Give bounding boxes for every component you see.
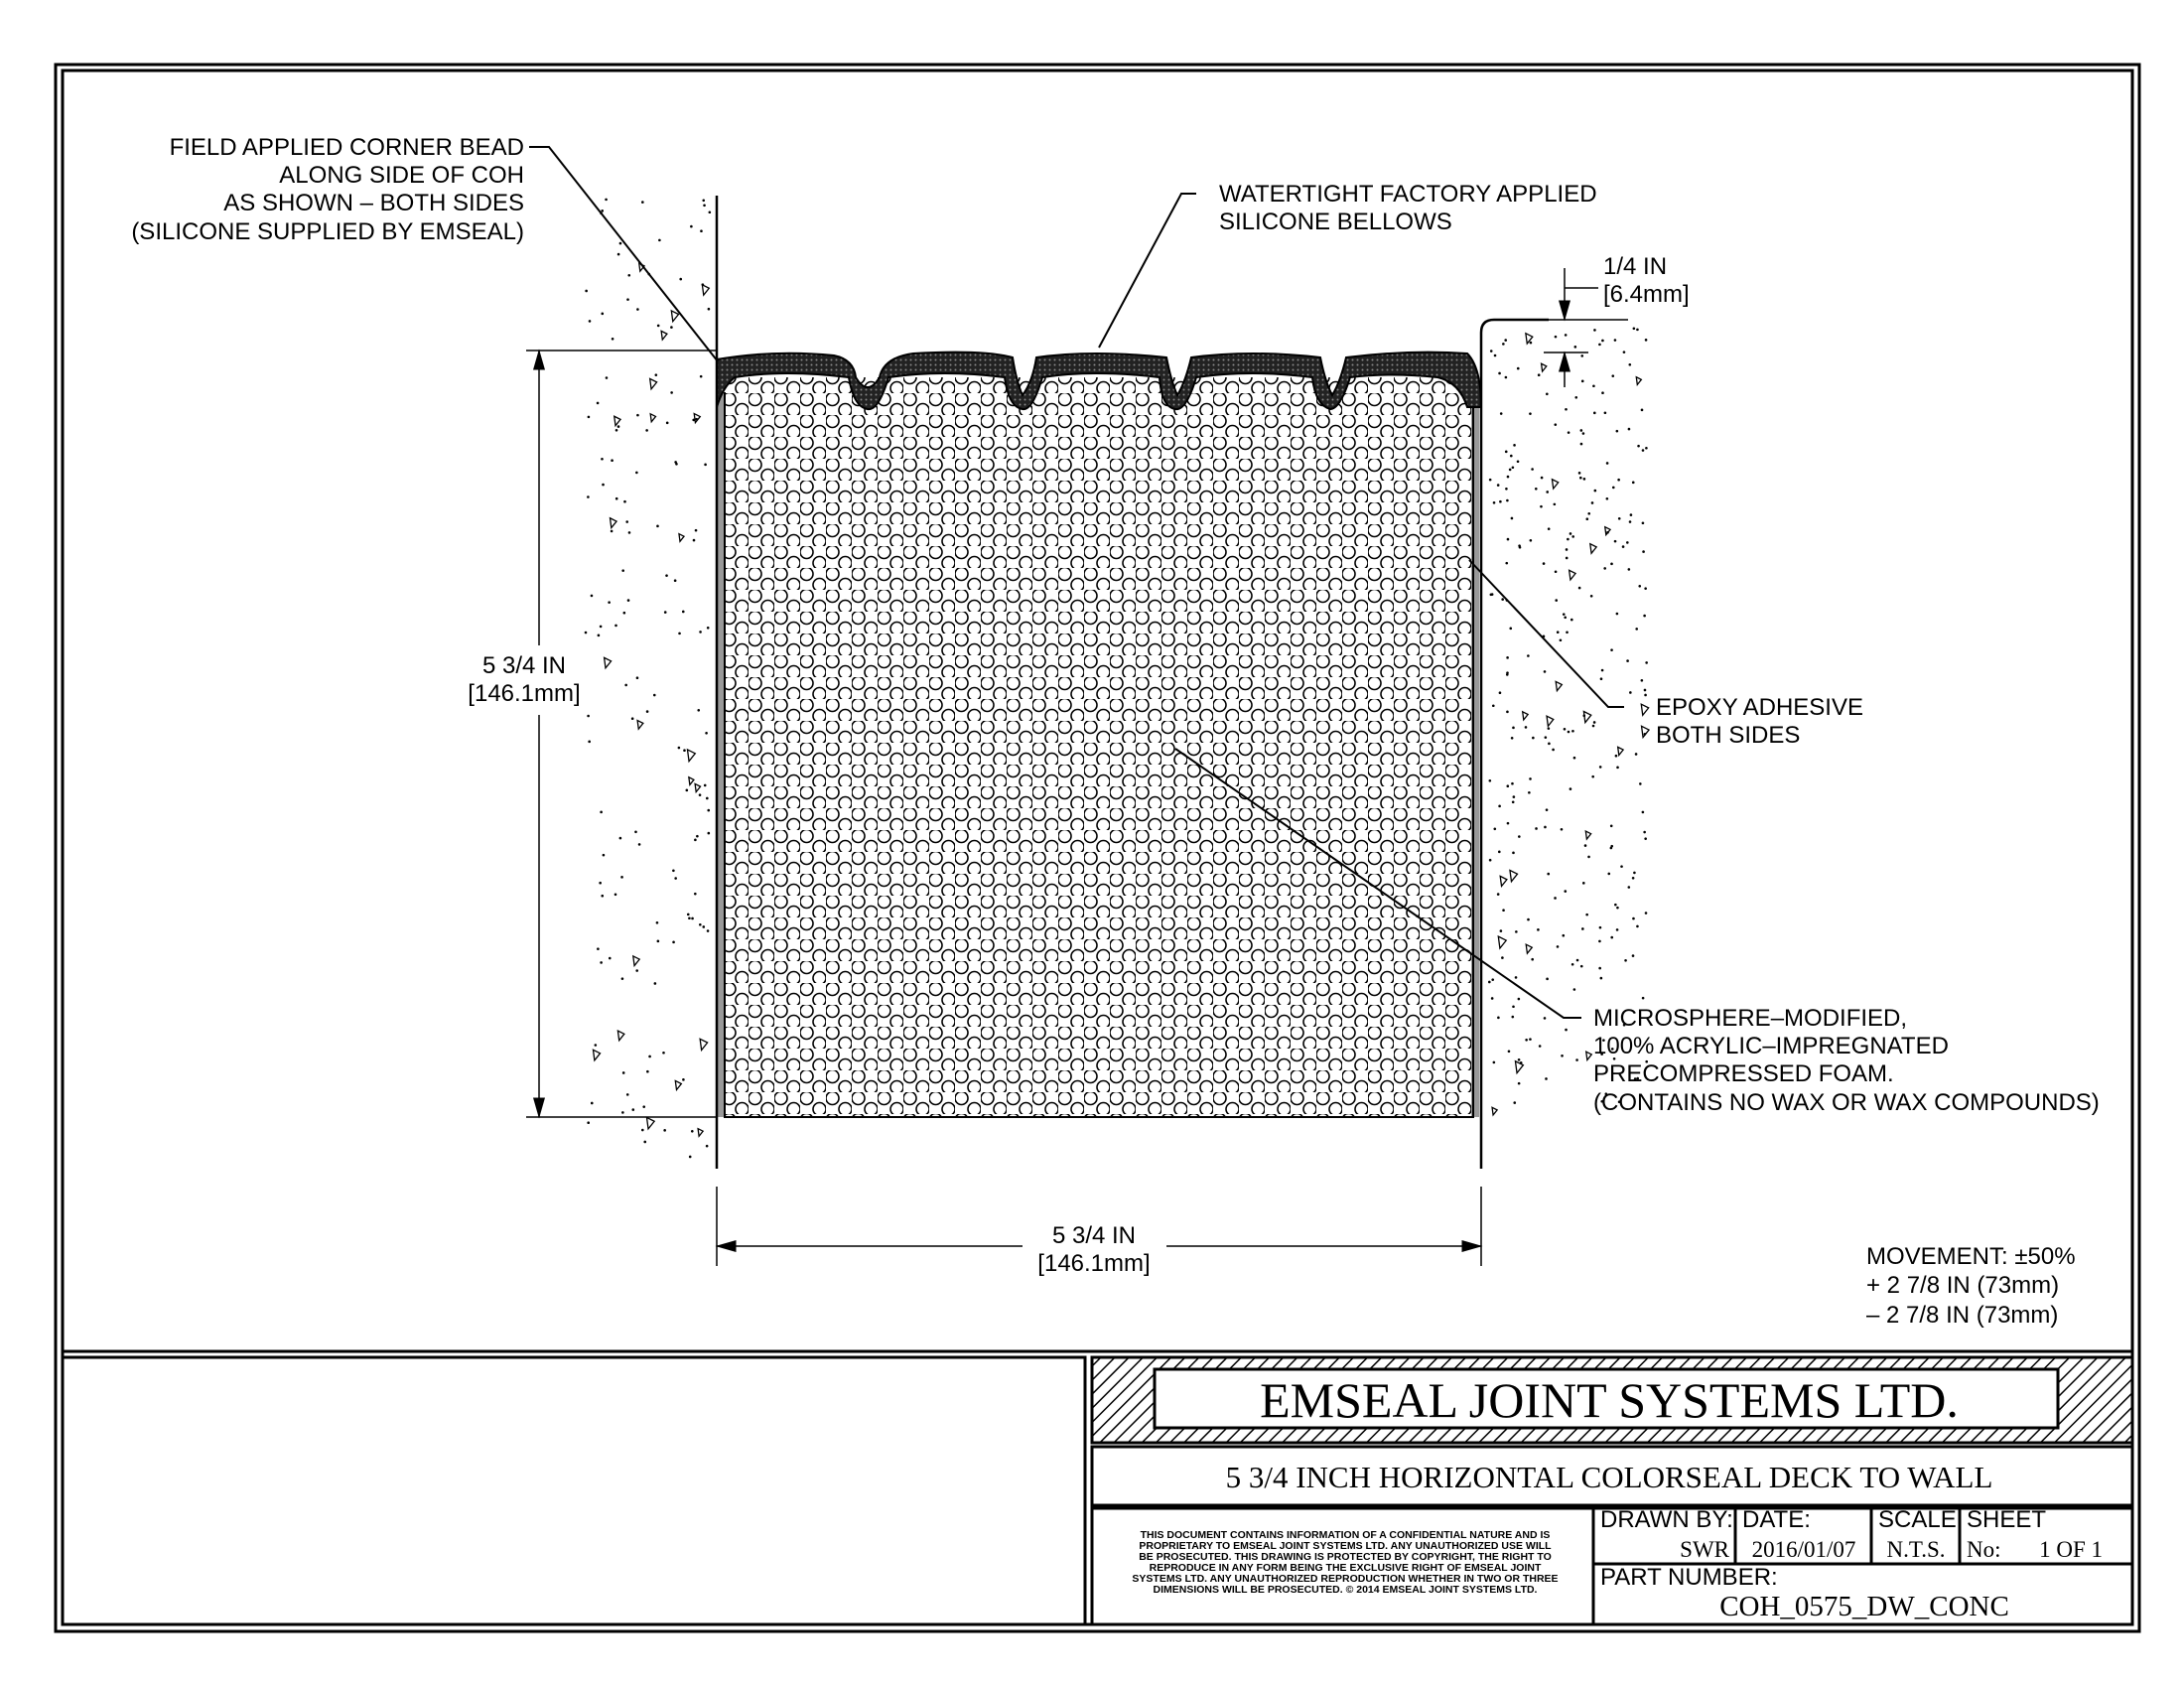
part-number-value: COH_0575_DW_CONC [1719, 1591, 2009, 1622]
recess-label-2: [6.4mm] [1603, 281, 1690, 308]
epoxy-label-1: EPOXY ADHESIVE [1656, 694, 1863, 721]
movement-label-3: – 2 7/8 IN (73mm) [1866, 1302, 2058, 1329]
height-dimension [526, 349, 717, 1119]
disclaimer-line-3: BE PROSECUTED. THIS DRAWING IS PROTECTED… [1139, 1551, 1552, 1563]
date-value: 2016/01/07 [1752, 1537, 1856, 1562]
movement-label-2: + 2 7/8 IN (73mm) [1866, 1272, 2059, 1299]
right-wall-edge [1479, 318, 1549, 1169]
epoxy-label-2: BOTH SIDES [1656, 722, 1800, 749]
company-name: EMSEAL JOINT SYSTEMS LTD. [1260, 1372, 1959, 1428]
recess-dimension [1544, 268, 1598, 387]
corner-bead-label-4: (SILICONE SUPPLIED BY EMSEAL) [131, 218, 524, 245]
scale-label: SCALE: [1878, 1506, 1963, 1533]
epoxy-left [717, 392, 725, 1117]
sheet-no-label: No: [1967, 1537, 2001, 1562]
height-label-2: [146.1mm] [468, 680, 580, 707]
date-label: DATE: [1742, 1506, 1811, 1533]
recess-label-1: 1/4 IN [1603, 253, 1667, 280]
drawing-title: 5 3/4 INCH HORIZONTAL COLORSEAL DECK TO … [1226, 1460, 1993, 1494]
title-block: EMSEAL JOINT SYSTEMS LTD. 5 3/4 INCH HOR… [1090, 1355, 2134, 1626]
scale-value: N.T.S. [1887, 1537, 1946, 1562]
width-dimension [715, 1187, 1483, 1266]
foam-label-4: (CONTAINS NO WAX OR WAX COMPOUNDS) [1593, 1089, 2100, 1116]
part-number-label: PART NUMBER: [1600, 1564, 1778, 1591]
epoxy-right [1471, 392, 1479, 1117]
concrete-substrate [584, 198, 1651, 1159]
leader-lines [529, 146, 1624, 1019]
disclaimer-line-5: SYSTEMS LTD. ANY UNAUTHORIZED REPRODUCTI… [1132, 1573, 1558, 1585]
corner-bead-label-3: AS SHOWN – BOTH SIDES [223, 190, 524, 216]
foam-core [723, 377, 1475, 1117]
movement-label-1: MOVEMENT: ±50% [1866, 1243, 2076, 1270]
bellows-label-1: WATERTIGHT FACTORY APPLIED [1219, 181, 1597, 208]
sheet-label: SHEET [1967, 1506, 2046, 1533]
drawn-by-value: SWR [1680, 1537, 1730, 1562]
disclaimer-line-6: DIMENSIONS WILL BE PROSECUTED. © 2014 EM… [1154, 1584, 1538, 1596]
disclaimer-line-4: REPRODUCE IN ANY FORM BEING THE EXCLUSIV… [1150, 1562, 1542, 1574]
outer-border [54, 63, 2141, 1633]
disclaimer-line-2: PROPRIETARY TO EMSEAL JOINT SYSTEMS LTD.… [1139, 1540, 1552, 1552]
foam-label-3: PRECOMPRESSED FOAM. [1593, 1060, 1894, 1087]
width-label-2: [146.1mm] [1037, 1250, 1150, 1277]
corner-bead-label-2: ALONG SIDE OF COH [279, 162, 524, 189]
width-label-1: 5 3/4 IN [1052, 1222, 1136, 1249]
foam-label-1: MICROSPHERE–MODIFIED, [1593, 1005, 1907, 1032]
disclaimer-line-1: THIS DOCUMENT CONTAINS INFORMATION OF A … [1141, 1529, 1551, 1541]
sheet-value: 1 OF 1 [2039, 1537, 2103, 1562]
height-label-1: 5 3/4 IN [482, 652, 566, 679]
notes-box [61, 1355, 1087, 1626]
foam-outline [724, 392, 1474, 1118]
corner-bead-label-1: FIELD APPLIED CORNER BEAD [170, 134, 524, 161]
foam-label-2: 100% ACRYLIC–IMPREGNATED [1593, 1033, 1949, 1059]
drawn-by-label: DRAWN BY: [1600, 1506, 1733, 1533]
bellows-label-2: SILICONE BELLOWS [1219, 209, 1452, 235]
